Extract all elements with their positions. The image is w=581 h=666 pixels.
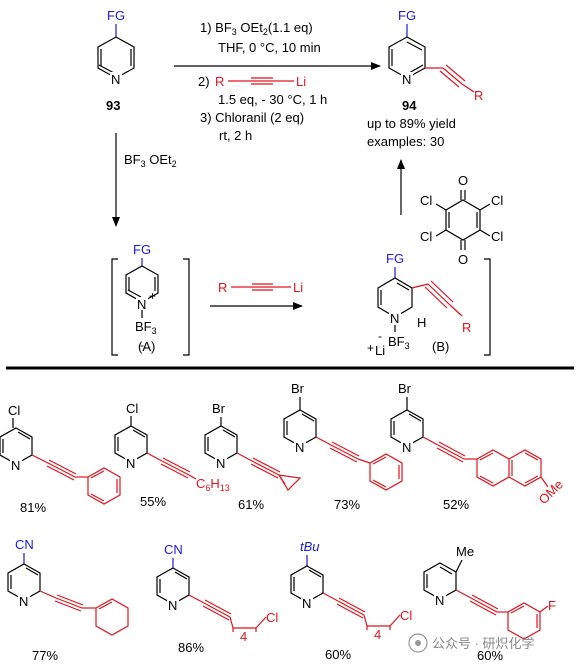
svg-text:52%: 52% xyxy=(443,497,469,512)
intermediate-a: FG N + BF3 - (A) xyxy=(125,242,159,354)
svg-text:(A): (A) xyxy=(138,339,155,354)
svg-text:N: N xyxy=(168,598,177,613)
svg-text:Li: Li xyxy=(293,280,303,295)
example-73: Br N 73% xyxy=(283,381,403,512)
svg-text:N: N xyxy=(11,458,20,473)
svg-text:N: N xyxy=(435,593,444,608)
svg-text:Cl: Cl xyxy=(8,403,20,418)
svg-text:N: N xyxy=(216,456,225,471)
condition-step2-line2: 1.5 eq, - 30 °C, 1 h xyxy=(218,92,327,107)
svg-text:R: R xyxy=(474,88,483,103)
bracket-right xyxy=(484,258,491,356)
svg-text:BF3: BF3 xyxy=(388,334,410,351)
chloranil-structure: O O Cl Cl Cl Cl xyxy=(420,173,503,267)
svg-text:F: F xyxy=(548,598,556,613)
svg-text:O: O xyxy=(458,252,468,267)
fg-label: FG xyxy=(107,8,125,23)
down-arrow-reagent: BF3 OEt2 xyxy=(124,152,177,169)
svg-text:R: R xyxy=(215,74,224,89)
svg-text:Li: Li xyxy=(375,343,385,358)
example-55: Cl N C6H13 55% xyxy=(114,401,230,509)
svg-text:FG: FG xyxy=(398,8,416,23)
product-examples: examples: 30 xyxy=(367,134,444,149)
condition-step1-line1: 1) BF3 OEt2(1.1 eq) xyxy=(200,20,313,37)
svg-text:4: 4 xyxy=(374,627,381,642)
svg-text:O: O xyxy=(458,173,468,188)
svg-text:R: R xyxy=(218,280,227,295)
example-52: Br N OMe 52% xyxy=(390,381,567,512)
svg-text:+: + xyxy=(367,341,374,355)
svg-text:Br: Br xyxy=(212,401,226,416)
example-61: Br N 61% xyxy=(204,401,302,512)
svg-text:Me: Me xyxy=(456,544,474,559)
bracket-left-open xyxy=(111,258,118,356)
compound-93: FG N 93 xyxy=(97,8,135,113)
svg-text:tBu: tBu xyxy=(300,539,320,554)
product-yield-note: up to 89% yield xyxy=(367,116,456,131)
svg-text:CN: CN xyxy=(15,537,34,552)
svg-text:-: - xyxy=(378,329,382,343)
svg-text:Cl: Cl xyxy=(266,610,278,625)
svg-text:FG: FG xyxy=(133,242,151,257)
svg-text:N: N xyxy=(295,440,304,455)
svg-text:C6H13: C6H13 xyxy=(196,476,230,493)
middle-reagent: R Li xyxy=(218,280,303,295)
bracket-left-close xyxy=(183,258,190,356)
svg-text:OMe: OMe xyxy=(536,477,567,508)
svg-text:-: - xyxy=(140,338,144,352)
condition-step2: 2) R Li xyxy=(198,74,306,89)
svg-text:Cl: Cl xyxy=(126,401,138,416)
svg-text:73%: 73% xyxy=(334,497,360,512)
svg-text:77%: 77% xyxy=(32,648,58,663)
svg-text:Br: Br xyxy=(291,381,305,396)
example-86: CN N 4 Cl 86% xyxy=(156,542,278,655)
svg-text:公众号 · 研炽化学: 公众号 · 研炽化学 xyxy=(432,636,535,651)
svg-text:Cl: Cl xyxy=(420,193,432,208)
svg-text:BF3: BF3 xyxy=(135,319,157,336)
svg-text:Li: Li xyxy=(296,74,306,89)
example-60b: Me N F 60% xyxy=(423,544,556,663)
svg-text:N: N xyxy=(137,297,146,312)
compound-label-93: 93 xyxy=(106,98,120,113)
condition-step3-line2: rt, 2 h xyxy=(219,128,252,143)
example-60a: tBu N 4 Cl 60% xyxy=(290,539,412,662)
watermark: 公众号 · 研炽化学 xyxy=(408,633,535,653)
svg-text:Cl: Cl xyxy=(491,229,503,244)
intermediate-b: FG N H BF3 - + Li R (B) xyxy=(367,251,471,358)
condition-step1-line2: THF, 0 °C, 10 min xyxy=(218,40,321,55)
condition-step3-line1: 3) Chloranil (2 eq) xyxy=(200,110,304,125)
svg-text:R: R xyxy=(462,320,471,335)
svg-text:Cl: Cl xyxy=(420,229,432,244)
svg-text:Cl: Cl xyxy=(400,608,412,623)
svg-text:81%: 81% xyxy=(20,500,46,515)
svg-text:55%: 55% xyxy=(140,494,166,509)
svg-text:N: N xyxy=(111,72,120,87)
svg-text:+: + xyxy=(149,289,156,303)
svg-text:60%: 60% xyxy=(325,647,351,662)
svg-text:N: N xyxy=(390,311,399,326)
svg-text:N: N xyxy=(402,72,411,87)
svg-text:60%: 60% xyxy=(477,648,503,663)
svg-text:N: N xyxy=(302,596,311,611)
example-81: Cl N 81% xyxy=(0,403,121,515)
example-77: CN N 77% xyxy=(7,537,129,663)
svg-text:H: H xyxy=(417,315,426,330)
svg-text:CN: CN xyxy=(164,542,183,557)
svg-text:2): 2) xyxy=(198,74,210,89)
svg-text:61%: 61% xyxy=(238,497,264,512)
svg-text:N: N xyxy=(19,594,28,609)
svg-text:Cl: Cl xyxy=(491,193,503,208)
svg-text:Br: Br xyxy=(398,381,412,396)
svg-text:(B): (B) xyxy=(432,339,449,354)
svg-text:94: 94 xyxy=(402,98,417,113)
compound-94: FG N R 94 up to 89% yield examples: 30 xyxy=(367,8,483,149)
svg-text:4: 4 xyxy=(240,629,247,644)
svg-text:FG: FG xyxy=(386,251,404,266)
svg-text:N: N xyxy=(126,456,135,471)
svg-text:86%: 86% xyxy=(178,640,204,655)
svg-text:N: N xyxy=(402,440,411,455)
